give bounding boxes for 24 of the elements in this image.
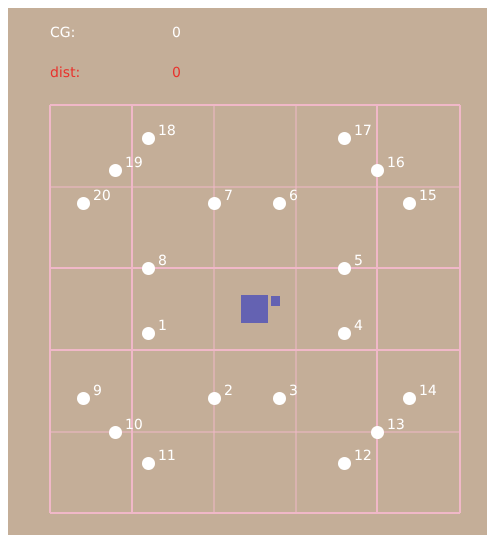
point-number: 10: [125, 417, 143, 433]
point-number: 20: [93, 188, 111, 204]
point-number: 7: [224, 188, 233, 204]
value-text: 0: [172, 65, 181, 81]
point-number: 1: [158, 318, 167, 334]
point-number: 16: [387, 155, 405, 171]
point-number: 18: [158, 123, 176, 139]
point-number: 6: [289, 188, 298, 204]
point-number: 4: [354, 318, 363, 334]
point-number: 17: [354, 123, 372, 139]
point-number: 3: [289, 383, 298, 399]
point-number: 5: [354, 253, 363, 269]
point-number: 13: [387, 417, 405, 433]
label-text: dist:: [50, 65, 80, 81]
point-number: 2: [224, 383, 233, 399]
label-text: CG:: [50, 25, 76, 41]
point-number: 15: [419, 188, 437, 204]
point-number: 12: [354, 448, 372, 464]
point-number: 9: [93, 383, 102, 399]
value-text: 0: [172, 25, 181, 41]
point-number: 19: [125, 155, 143, 171]
point-number: 8: [158, 253, 167, 269]
point-number: 14: [419, 383, 437, 399]
point-number: 11: [158, 448, 176, 464]
